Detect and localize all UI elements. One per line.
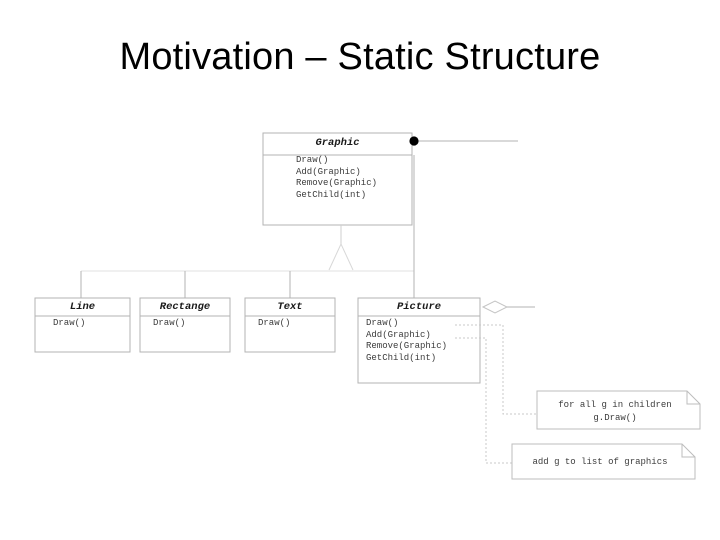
class-box-rectange[interactable]: Rectange Draw() bbox=[140, 298, 230, 352]
operation-item: Add(Graphic) bbox=[296, 166, 361, 177]
note-box-add-shape bbox=[511, 443, 696, 480]
picture-box-outline bbox=[357, 297, 481, 384]
class-box-line[interactable]: Line Draw() bbox=[35, 298, 130, 352]
rectange-box-outline bbox=[139, 297, 231, 353]
operation-item: GetChild(int) bbox=[366, 352, 437, 363]
class-box-graphic[interactable]: Graphic Draw() Add(Graphic) Remove(Graph… bbox=[263, 133, 412, 225]
class-box-line-shape bbox=[34, 297, 131, 353]
line-box-outline bbox=[34, 297, 131, 353]
graphic-box-outline bbox=[262, 132, 413, 226]
note-add-text: add g to list of graphics bbox=[520, 456, 680, 469]
class-name-text: Text bbox=[277, 301, 303, 313]
operation-item: Remove(Graphic) bbox=[366, 341, 448, 351]
note-connector-add bbox=[455, 337, 512, 464]
hollow-triangle-icon bbox=[328, 243, 354, 271]
class-name-line: Line bbox=[69, 301, 96, 313]
class-operations-graphic: Draw() Add(Graphic) Remove(Graphic) GetC… bbox=[296, 155, 377, 201]
generalization-graphic bbox=[80, 155, 415, 298]
note-add-outline bbox=[511, 443, 696, 480]
operation-item: Draw() bbox=[258, 318, 291, 328]
note-connector-draw bbox=[455, 324, 537, 415]
class-operations-text: Draw() bbox=[258, 318, 290, 330]
class-box-text[interactable]: Text Draw() bbox=[245, 298, 335, 352]
hollow-diamond-icon bbox=[481, 300, 509, 314]
note-line: g.Draw() bbox=[593, 412, 637, 423]
note-line: add g to list of graphics bbox=[532, 457, 668, 467]
note-connectors bbox=[455, 324, 537, 464]
class-name-graphic: Graphic bbox=[315, 137, 360, 149]
operation-item: Add(Graphic) bbox=[366, 329, 431, 340]
filled-circle-icon bbox=[409, 136, 419, 146]
class-operations-rectange: Draw() bbox=[153, 318, 185, 330]
class-box-text-shape bbox=[244, 297, 336, 353]
text-box-outline bbox=[244, 297, 336, 353]
operation-item: Draw() bbox=[366, 318, 399, 328]
class-name-picture: Picture bbox=[396, 301, 442, 313]
note-draw-outline bbox=[536, 390, 701, 430]
page-title: Motivation – Static Structure bbox=[119, 36, 601, 78]
operation-item: Draw() bbox=[53, 318, 86, 328]
note-line: for all g in children bbox=[558, 400, 672, 410]
association-end-graphic bbox=[409, 136, 518, 146]
operation-item: Draw() bbox=[296, 155, 329, 165]
note-draw-fold-icon bbox=[686, 391, 700, 405]
operation-item: Draw() bbox=[153, 318, 186, 328]
note-add-fold-icon bbox=[681, 444, 695, 458]
class-operations-line: Draw() bbox=[53, 318, 85, 330]
note-draw-text: for all g in children g.Draw() bbox=[545, 399, 685, 424]
class-operations-picture: Draw() Add(Graphic) Remove(Graphic) GetC… bbox=[366, 318, 447, 364]
operation-item: Remove(Graphic) bbox=[296, 178, 378, 188]
class-box-picture[interactable]: Picture Draw() Add(Graphic) Remove(Graph… bbox=[358, 298, 480, 383]
class-box-picture-shape bbox=[357, 297, 481, 384]
class-name-rectange: Rectange bbox=[159, 301, 211, 313]
class-box-graphic-shape bbox=[262, 132, 413, 226]
operation-item: GetChild(int) bbox=[296, 189, 367, 200]
aggregation-picture bbox=[481, 300, 535, 314]
note-box-draw-shape bbox=[536, 390, 701, 430]
class-box-rectange-shape bbox=[139, 297, 231, 353]
